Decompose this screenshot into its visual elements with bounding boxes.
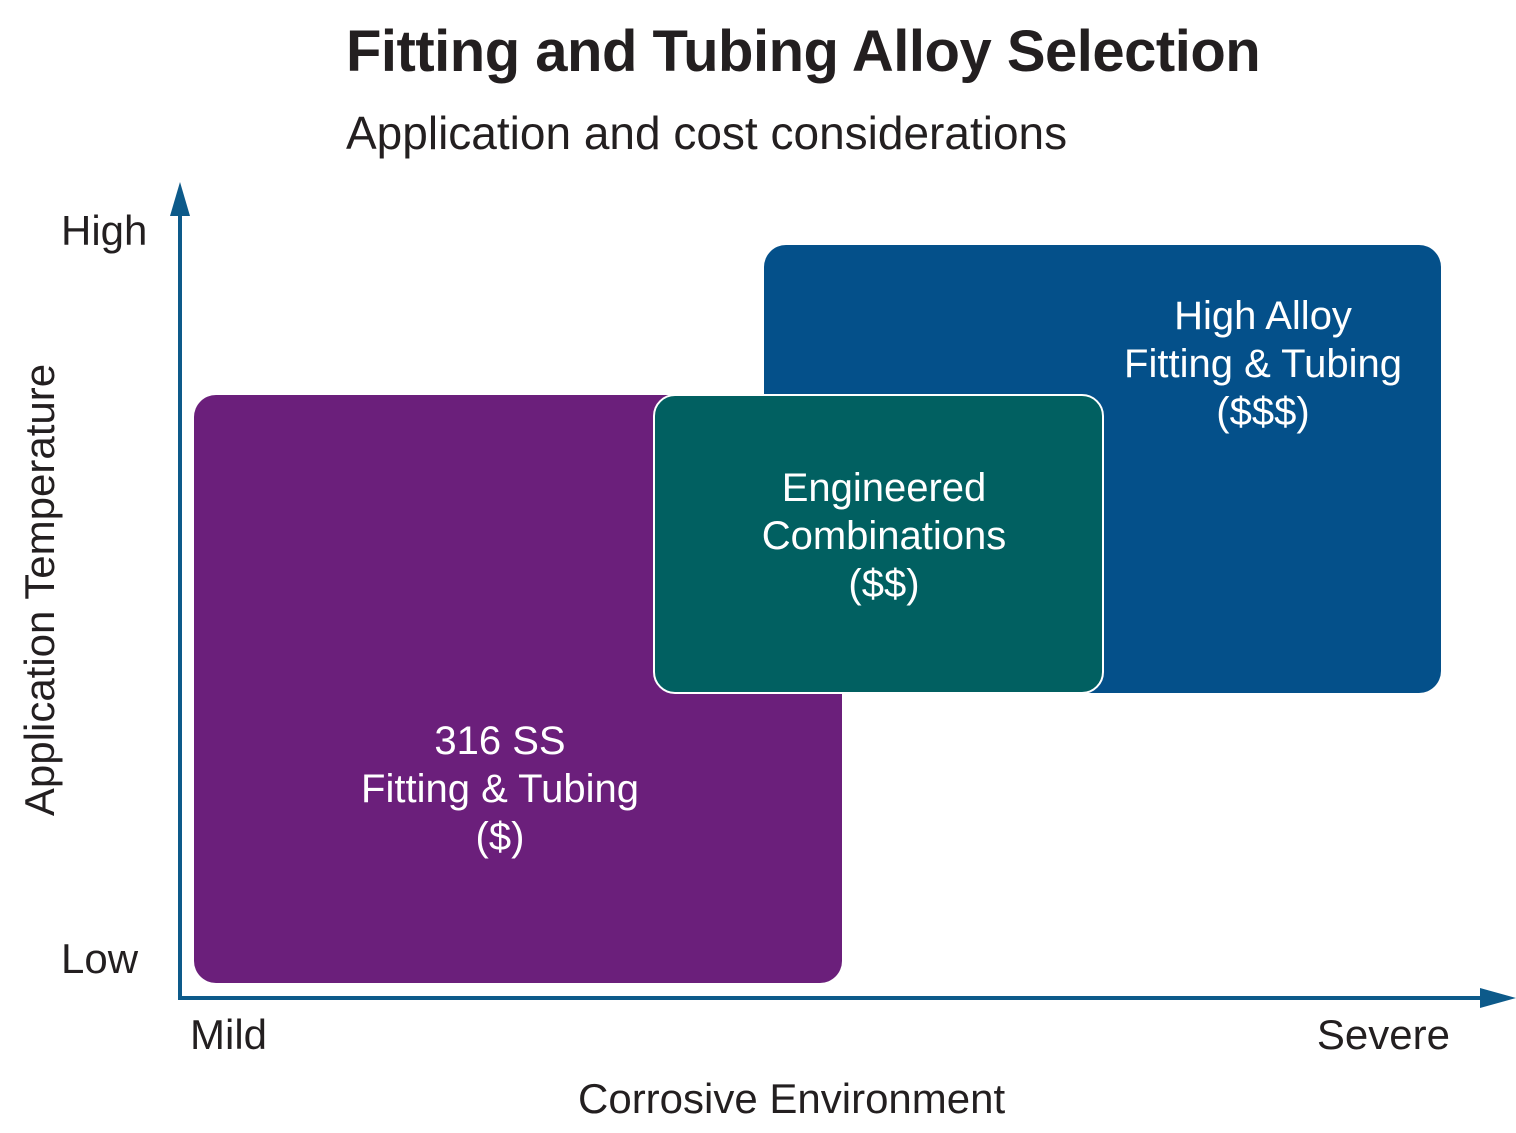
y-tick-low: Low (61, 935, 139, 982)
region-316ss-line-2: Fitting & Tubing (361, 767, 639, 811)
y-axis-arrowhead (170, 182, 190, 216)
chart-title: Fitting and Tubing Alloy Selection (346, 19, 1261, 84)
x-axis-arrowhead (1480, 988, 1516, 1008)
y-tick-high: High (61, 207, 148, 254)
region-engineered-line-1: Engineered (781, 466, 987, 510)
region-high-alloy-line-3: ($$$) (1216, 390, 1310, 434)
region-engineered-label: Engineered Combinations ($$) (655, 464, 1113, 608)
region-engineered-line-2: Combinations (761, 514, 1007, 558)
x-axis-label: Corrosive Environment (578, 1075, 1006, 1122)
region-high-alloy-line-1: High Alloy (1174, 294, 1352, 338)
region-316ss-label: 316 SS Fitting & Tubing ($) (194, 717, 806, 861)
x-tick-mild: Mild (190, 1011, 268, 1058)
region-engineered-line-3: ($$) (848, 562, 920, 606)
y-axis-label: Application Temperature (16, 363, 63, 817)
x-tick-severe: Severe (1316, 1011, 1450, 1058)
region-316ss-line-1: 316 SS (434, 719, 566, 763)
region-engineered: Engineered Combinations ($$) (653, 394, 1104, 694)
chart-subtitle: Application and cost considerations (346, 107, 1068, 159)
region-high-alloy-label: High Alloy Fitting & Tubing ($$$) (1099, 292, 1427, 436)
region-high-alloy-line-2: Fitting & Tubing (1124, 342, 1402, 386)
region-316ss-line-3: ($) (475, 815, 525, 859)
